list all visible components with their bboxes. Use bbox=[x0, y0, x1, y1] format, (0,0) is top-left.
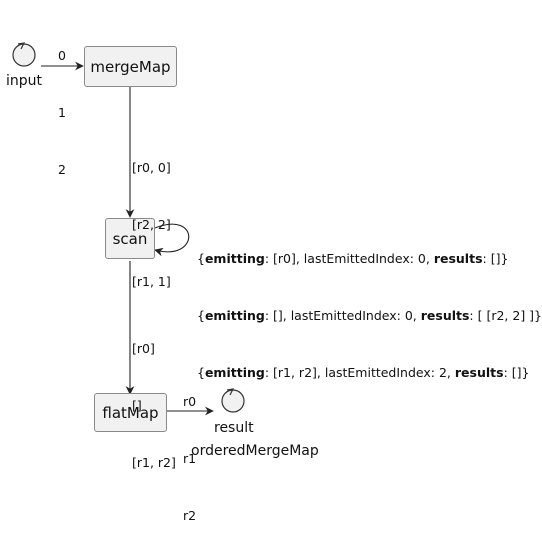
input-node-icon bbox=[12, 42, 36, 67]
edge-value: r0 bbox=[183, 394, 197, 409]
state-value: : [r1, r2], lastEmittedIndex: 2, bbox=[264, 365, 455, 380]
edge-label-scan-loop: {emitting: [r0], lastEmittedIndex: 0, re… bbox=[197, 211, 542, 401]
edge-value: [] bbox=[132, 398, 142, 413]
state-value: : [r0], lastEmittedIndex: 0, bbox=[264, 251, 434, 266]
state-value: : []} bbox=[482, 251, 509, 266]
edge-value: r2 bbox=[183, 508, 197, 523]
edge-value: 2 bbox=[58, 162, 66, 177]
scan-node[interactable]: scan bbox=[105, 218, 155, 259]
state-key: results bbox=[433, 251, 483, 266]
mergemap-node[interactable]: mergeMap bbox=[84, 46, 177, 87]
state-key: results bbox=[454, 365, 504, 380]
diagram-connectors bbox=[12, 42, 245, 416]
edge-value: [r0, 0] bbox=[132, 160, 171, 175]
edge-value: 1 bbox=[58, 105, 66, 120]
diagram-caption: orderedMergeMap bbox=[191, 443, 319, 459]
state-key: results bbox=[420, 308, 470, 323]
scan-state-row: {emitting: [r0], lastEmittedIndex: 0, re… bbox=[197, 251, 509, 266]
edge-label-scan-flatmap: [r0] [] [r1, r2] bbox=[132, 301, 176, 491]
flatmap-node[interactable]: flatMap bbox=[94, 393, 167, 432]
edge-value: 0 bbox=[58, 48, 66, 63]
edge-value: r1 bbox=[183, 451, 197, 466]
edge-value: [r2, 2] bbox=[132, 217, 171, 232]
result-node-label: result bbox=[214, 420, 254, 436]
edge-value: [r1, 1] bbox=[132, 274, 171, 289]
flatmap-node-label: flatMap bbox=[102, 403, 159, 422]
edge-scan-self-loop bbox=[154, 223, 190, 257]
state-value: : [ [r2, 2] ]} bbox=[469, 308, 542, 323]
state-value: : [], lastEmittedIndex: 0, bbox=[264, 308, 421, 323]
scan-node-label: scan bbox=[112, 229, 148, 248]
state-value: : []} bbox=[503, 365, 530, 380]
state-key: emitting bbox=[204, 308, 265, 323]
edge-label-flatmap-result: r0 r1 r2 bbox=[183, 354, 196, 544]
result-node-icon bbox=[221, 388, 245, 413]
edge-value: [r1, r2] bbox=[132, 455, 176, 470]
edge-label-mergemap-scan: [r0, 0] [r2, 2] [r1, 1] bbox=[132, 120, 171, 310]
edge-label-input-mergemap: 0 1 2 bbox=[58, 8, 66, 198]
mergemap-node-label: mergeMap bbox=[90, 57, 171, 76]
edge-value: [r0] bbox=[132, 341, 155, 356]
state-key: emitting bbox=[204, 251, 265, 266]
state-key: emitting bbox=[204, 365, 265, 380]
scan-state-row: {emitting: [r1, r2], lastEmittedIndex: 2… bbox=[197, 365, 530, 380]
scan-state-row: {emitting: [], lastEmittedIndex: 0, resu… bbox=[197, 308, 542, 323]
input-node-label: input bbox=[6, 73, 43, 89]
